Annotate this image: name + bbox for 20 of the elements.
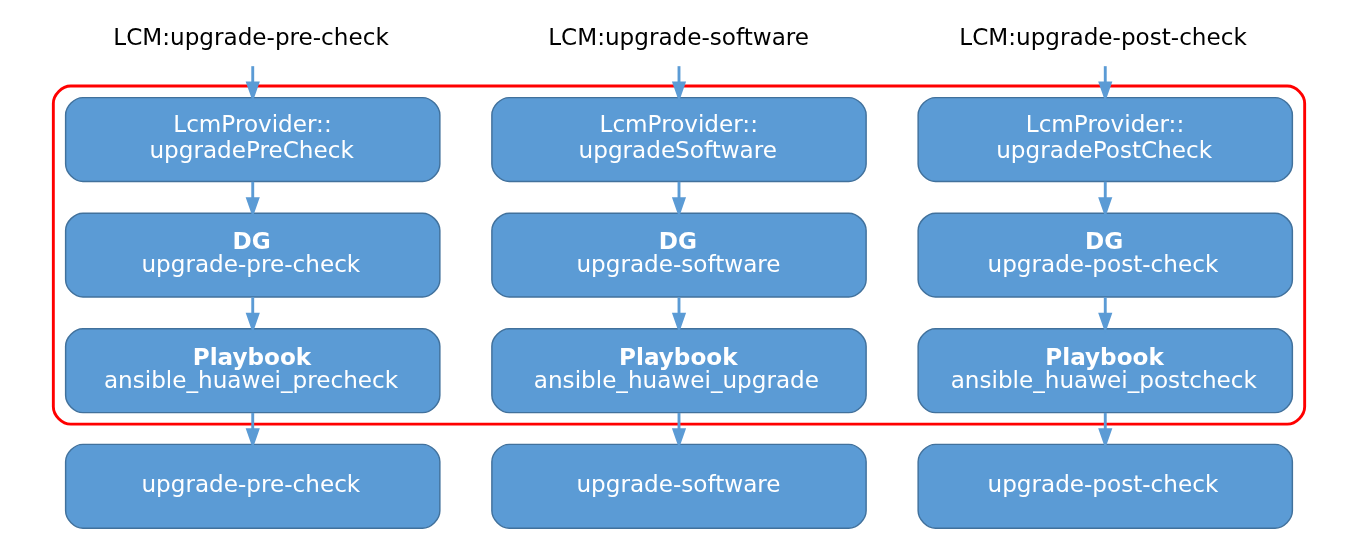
node-text: LCM:upgrade-software xyxy=(548,24,810,51)
node-box: DG upgrade-pre-check xyxy=(64,212,441,298)
node-box: upgrade-pre-check xyxy=(64,443,441,529)
node-box: Playbook ansible_huawei_upgrade xyxy=(491,328,867,414)
node-box: DG upgrade-software xyxy=(491,212,867,298)
node-box: LcmProvider:: upgradePostCheck xyxy=(917,96,1294,183)
node-box: upgrade-post-check xyxy=(917,443,1294,529)
node-box: upgrade-software xyxy=(491,443,867,529)
arrow xyxy=(1098,297,1113,333)
node-box: Playbook ansible_huawei_precheck xyxy=(64,328,441,414)
node-box: LcmProvider:: upgradeSoftware xyxy=(491,96,867,183)
arrow xyxy=(245,66,260,102)
node-text: LCM:upgrade-post-check xyxy=(959,24,1247,51)
arrow xyxy=(1098,66,1113,102)
cluster xyxy=(51,84,1307,426)
node-text: LCM:upgrade-pre-check xyxy=(113,24,389,51)
arrow xyxy=(245,297,260,333)
node-box: DG upgrade-post-check xyxy=(917,212,1294,298)
node-box: LcmProvider:: upgradePreCheck xyxy=(64,96,441,183)
node-box: Playbook ansible_huawei_postcheck xyxy=(917,328,1294,414)
